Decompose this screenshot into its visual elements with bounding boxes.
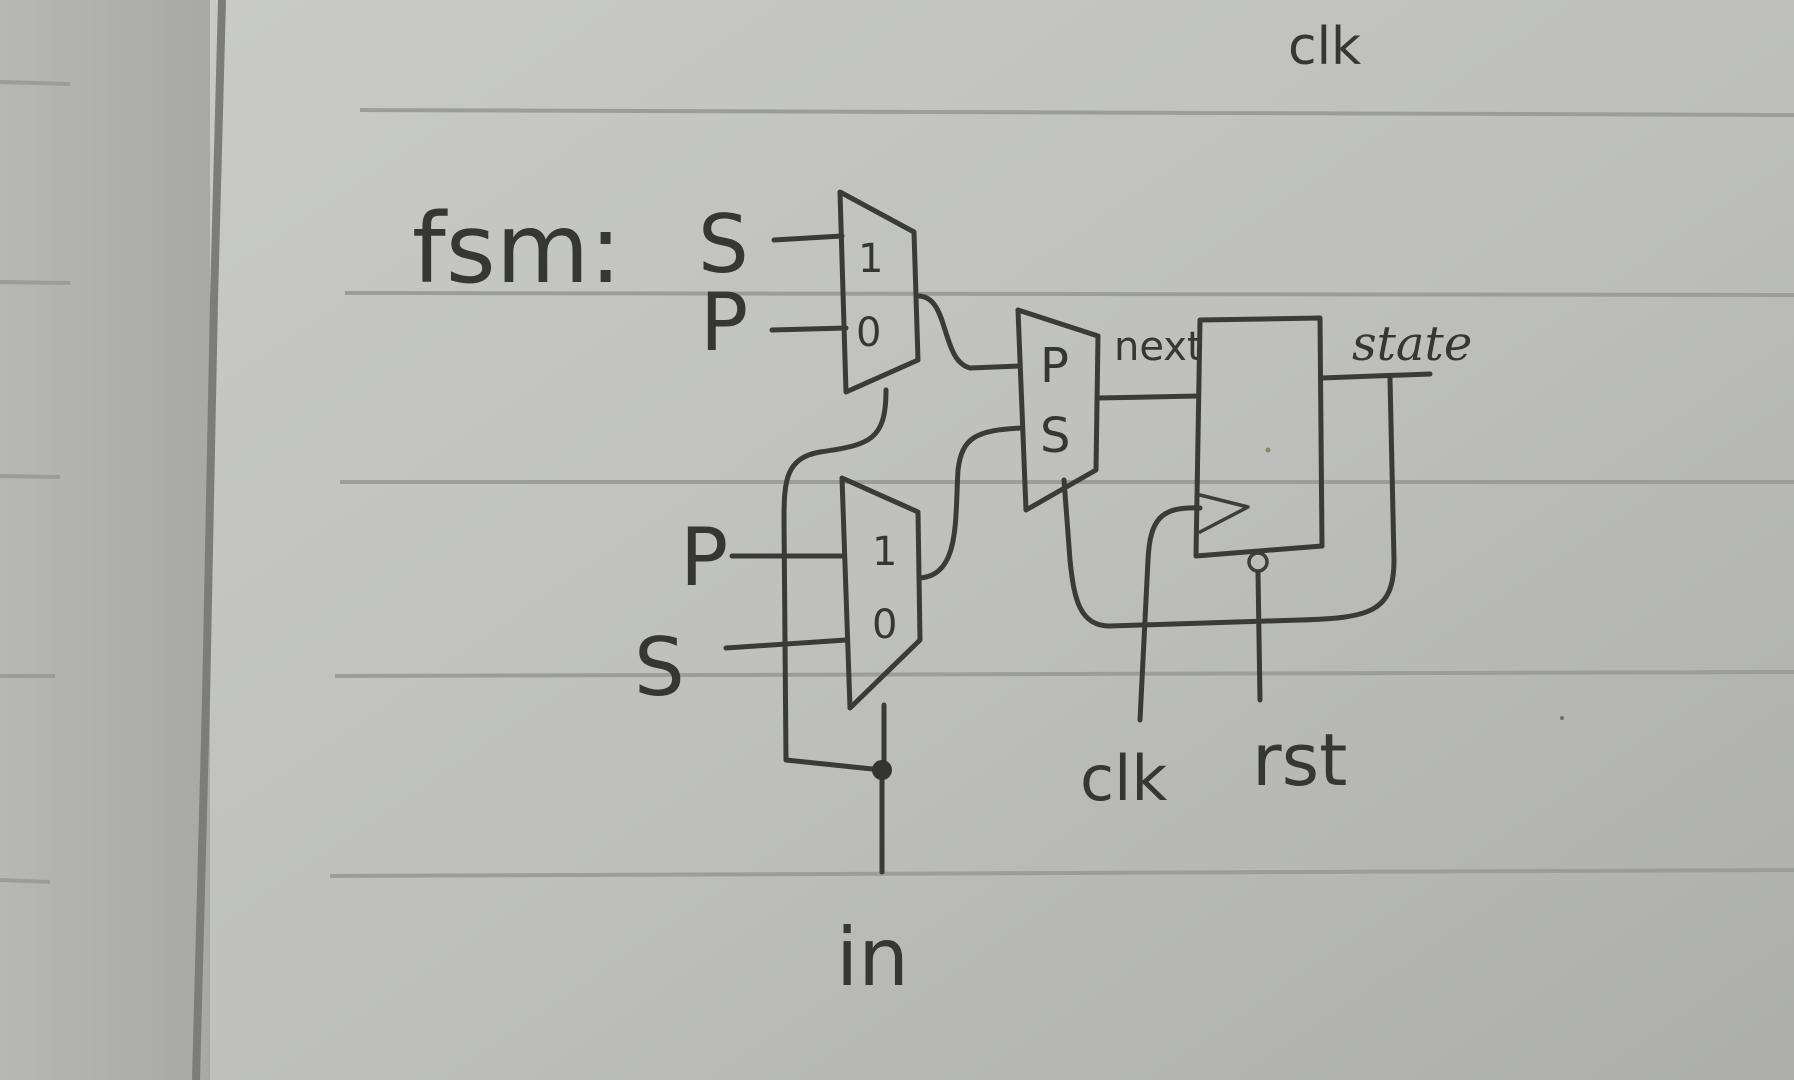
mux-top <box>837 189 921 395</box>
wire-next <box>1095 393 1201 401</box>
mux-out-sel-s: S <box>1040 408 1070 464</box>
wire-in-to-mux-top-select <box>781 387 889 773</box>
mux-top-sel-1: 1 <box>858 236 883 282</box>
paper-speck <box>1265 447 1271 453</box>
mux-out <box>1015 307 1101 513</box>
wire-mux-top-to-out <box>915 293 1023 371</box>
mux-top-input-p: P <box>700 276 748 369</box>
mux-out-sel-p: P <box>1040 338 1069 394</box>
top-clk-label: clk <box>1288 17 1361 77</box>
mux-bottom <box>839 475 923 711</box>
mux-top-sel-0: 0 <box>856 310 881 356</box>
in-label: in <box>836 911 909 1004</box>
wire-mux-top-in-p <box>769 325 849 333</box>
wire-mux-top-in-s <box>771 233 845 243</box>
state-register <box>1193 315 1325 559</box>
page-edge <box>192 0 226 1080</box>
mux-bottom-sel-0: 0 <box>872 602 897 648</box>
wire-state-out <box>1319 371 1433 381</box>
wire-clk <box>1137 505 1203 723</box>
rst-label: rst <box>1252 718 1347 802</box>
next-label: next <box>1114 324 1203 370</box>
wire-rst <box>1255 569 1263 703</box>
mux-bottom-sel-1: 1 <box>872 529 897 575</box>
left-page <box>0 0 225 1080</box>
register-clock-triangle <box>1198 493 1250 534</box>
state-label: state <box>1352 316 1472 372</box>
wire-state-feedback <box>1061 375 1397 629</box>
mux-bottom-input-s: S <box>634 621 685 714</box>
mux-top-input-s: S <box>698 198 749 291</box>
input-junction <box>872 760 892 780</box>
bottom-clk-label: clk <box>1080 742 1167 815</box>
mux-bottom-input-p: P <box>680 511 728 604</box>
fsm-title: fsm: <box>412 193 622 305</box>
wire-mux-bottom-to-out <box>917 425 1025 581</box>
right-page <box>210 0 1794 1080</box>
ruled-lines <box>0 80 1794 884</box>
paper-speck <box>1560 716 1564 720</box>
